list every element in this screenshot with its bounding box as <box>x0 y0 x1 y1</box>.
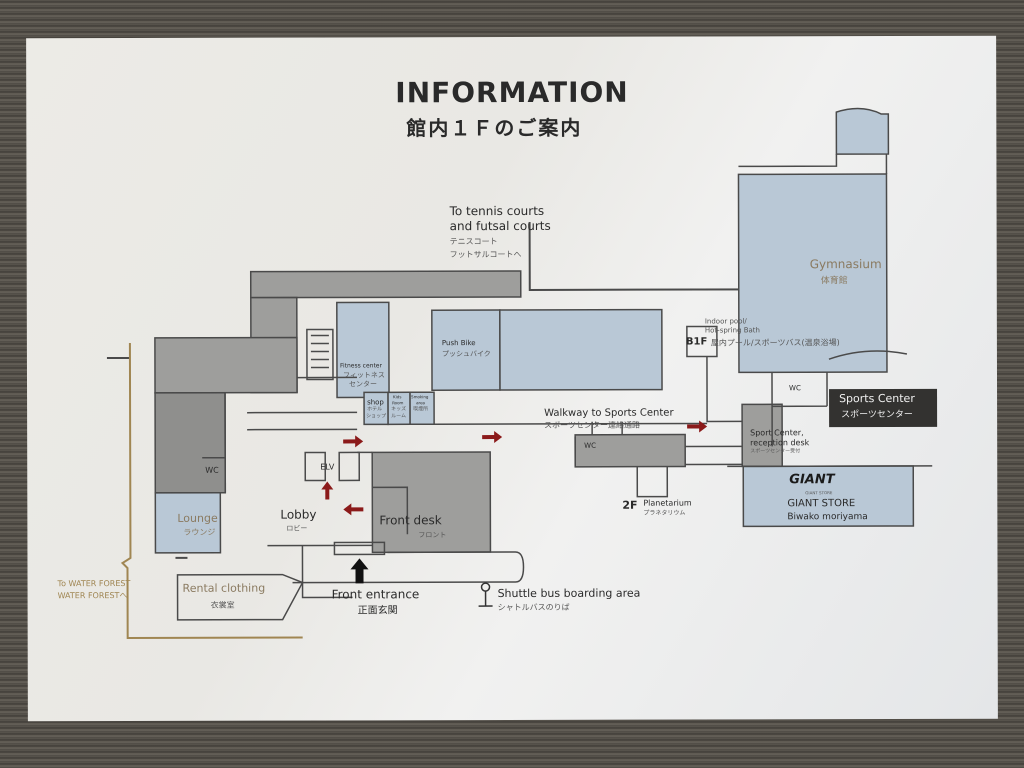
lobby-label-jp: ロビー <box>286 524 308 533</box>
kids-label-jp-2: ルーム <box>391 413 406 420</box>
elevator-left <box>304 451 327 482</box>
lounge-label-jp: ラウンジ <box>183 527 216 537</box>
direction-arrows <box>321 420 708 516</box>
planetarium-label-en: Planetarium <box>643 498 692 508</box>
west-wing-upper <box>154 336 298 394</box>
lounge-label-en: Lounge <box>177 511 218 525</box>
path-to-tennis <box>528 221 785 291</box>
giant-store-small-label: GIANT STORE <box>805 490 833 496</box>
giant-logo: GIANT <box>789 472 835 488</box>
large-hall <box>499 308 663 391</box>
giant-store-location: Biwako moriyama <box>787 512 868 523</box>
tennis-label-jp-1: テニスコート <box>449 237 498 247</box>
wc-label-walkway: WC <box>584 441 596 450</box>
bus-stop-icon <box>478 582 493 607</box>
arrow-right-icon <box>482 431 503 444</box>
wc-label-west: WC <box>205 465 219 475</box>
sports-center-sign <box>829 388 938 428</box>
annex-room <box>835 107 890 155</box>
elevator-right <box>338 451 361 482</box>
sports-center-label-jp: スポーツセンター <box>841 409 913 421</box>
kids-label-en-1: Kids <box>393 394 402 400</box>
fitness-label-jp-2: センター <box>349 380 378 389</box>
kids-label-jp-1: キッズ <box>391 406 407 413</box>
shop-label-jp-1: ホテル <box>367 406 383 413</box>
tennis-label-en-1: To tennis courts <box>449 203 545 219</box>
rental-label-en: Rental clothing <box>182 581 266 595</box>
staircase <box>306 328 334 381</box>
front-desk-counter <box>372 486 409 535</box>
floor-map-sheet: INFORMATION 館内１Ｆのご案内 To tennis courts an… <box>26 35 998 722</box>
tennis-label-jp-2: フットサルコートへ <box>449 249 522 260</box>
push-bike-label-en: Push Bike <box>441 339 476 348</box>
gymnasium-label-jp: 体育館 <box>820 276 848 287</box>
water-forest-label-jp: WATER FORESTへ <box>57 591 128 601</box>
push-bike-label-jp: プッシュバイク <box>441 350 491 359</box>
smoking-room <box>409 391 435 426</box>
pool-label-jp: 屋内プール/スポーツバス(温泉浴場) <box>710 338 840 348</box>
walkway-label-jp: スポーツセンター連絡通路 <box>544 420 640 430</box>
b1f-stairs-box <box>686 325 718 358</box>
arrow-up-icon <box>321 481 334 500</box>
west-wing-lower <box>154 391 227 494</box>
front-desk-label-en: Front desk <box>379 513 442 528</box>
smoking-label-jp: 喫煙所 <box>413 406 429 413</box>
fitness-label-en: Fitness center <box>339 362 382 370</box>
walkway-label-en: Walkway to Sports Center <box>544 407 674 419</box>
rental-clothing-room <box>176 573 304 621</box>
pool-label-en-2: Hot-spring Bath <box>704 326 760 335</box>
page-subtitle: 館内１Ｆのご案内 <box>406 115 583 141</box>
shop-label-en: shop <box>367 398 384 407</box>
shop-label-jp-2: ショップ <box>366 413 387 420</box>
gymnasium-label-en: Gymnasium <box>809 257 882 272</box>
arrow-right-icon <box>687 420 708 433</box>
outer-wall-left <box>120 342 303 640</box>
walkway-block <box>574 433 686 468</box>
reception-label-en-1: Sport Center, <box>750 428 804 438</box>
front-entrance-label-en: Front entrance <box>331 587 420 602</box>
pool-floor-label: B1F <box>685 336 708 348</box>
arrow-right-icon <box>343 435 364 448</box>
pool-label-en-1: Indoor pool/ <box>704 317 747 326</box>
entrance-doorway <box>333 541 386 556</box>
page-title: INFORMATION <box>395 75 629 110</box>
front-desk-label-jp: フロント <box>418 531 447 540</box>
reception-label-en-2: reception desk <box>750 438 810 448</box>
shuttle-label-en: Shuttle bus boarding area <box>497 586 641 601</box>
smoking-label-en-1: Smoking <box>411 394 429 400</box>
planetarium-label-jp: プラネタリウム <box>643 509 686 517</box>
sports-center-label-en: Sports Center <box>839 391 915 406</box>
giant-store-label: GIANT STORE <box>787 498 856 510</box>
water-forest-label-en: To WATER FOREST <box>57 578 131 589</box>
rental-label-jp: 衣裳室 <box>210 600 235 610</box>
smoking-label-en-2: area <box>416 400 425 406</box>
reception-label-jp: スポーツセンター受付 <box>750 448 801 455</box>
kids-label-en-2: Room <box>392 400 404 406</box>
elevator-label: ELV <box>320 462 335 472</box>
planetarium-floor-label: 2F <box>622 498 638 512</box>
fitness-label-jp-1: フィットネス <box>342 371 385 380</box>
north-corridor <box>249 270 522 299</box>
shuttle-label-jp: シャトルバスのりば <box>497 602 570 613</box>
tennis-label-en-2: and futsal courts <box>449 218 551 234</box>
floor-plan-drawing <box>106 107 938 640</box>
entrance-arrow-icon <box>350 558 369 584</box>
lobby-label-en: Lobby <box>280 507 317 522</box>
arrow-left-icon <box>343 503 364 516</box>
lounge-room <box>154 492 222 554</box>
fitness-room <box>336 301 390 399</box>
wc-label-sports: WC <box>789 384 801 393</box>
gymnasium-room <box>737 173 888 374</box>
front-entrance-label-jp: 正面玄関 <box>357 605 398 617</box>
